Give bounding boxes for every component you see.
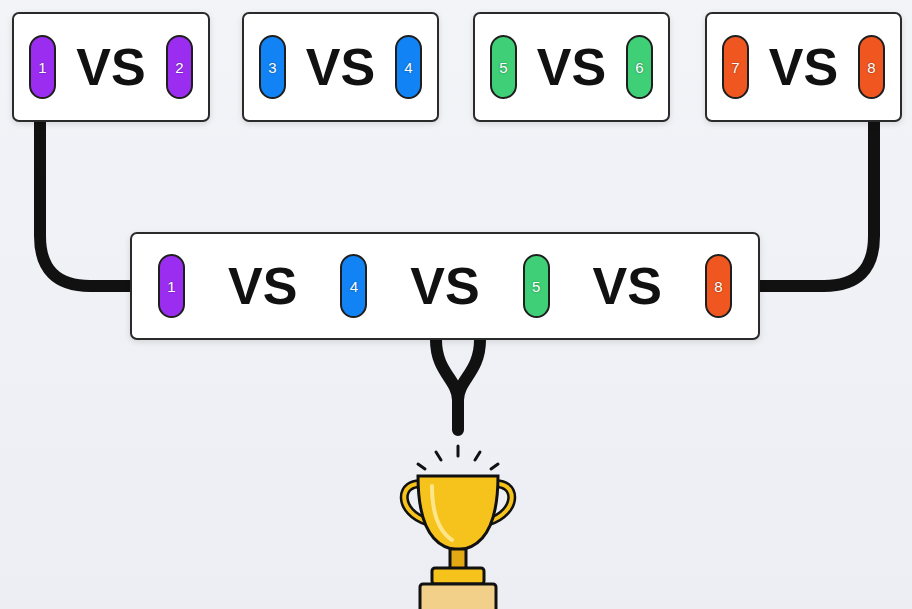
trophy-cup [418,476,498,550]
trophy-plinth [420,584,496,609]
match-box: VS 3 4 [242,12,439,122]
player-pill: 6 [626,35,653,99]
player-pill: 3 [259,35,286,99]
versus-label: VS [593,260,662,312]
shine-rays [418,446,498,469]
player-pill: 2 [166,35,193,99]
player-pill: 1 [29,35,56,99]
player-number: 5 [499,60,507,75]
merge-line [436,340,480,430]
player-pill: 1 [158,254,185,318]
trophy-stem [450,549,466,569]
player-number: 7 [731,60,739,75]
trophy-base [432,568,484,584]
player-pill: 4 [340,254,367,318]
player-pill: 5 [523,254,550,318]
player-number: 8 [714,279,722,294]
player-number: 6 [635,60,643,75]
player-pill: 8 [705,254,732,318]
player-pill: 4 [395,35,422,99]
player-number: 4 [350,279,358,294]
player-pill: 5 [490,35,517,99]
player-number: 8 [867,60,875,75]
player-number: 2 [175,60,183,75]
match-box: VS VS VS 1 4 5 8 [130,232,760,340]
versus-label: VS [769,41,838,93]
versus-label: VS [537,41,606,93]
player-pill: 7 [722,35,749,99]
versus-label: VS [306,41,375,93]
player-number: 1 [167,279,175,294]
player-number: 5 [532,279,540,294]
match-box: VS 1 2 [12,12,210,122]
player-number: 1 [38,60,46,75]
versus-label: VS [410,260,479,312]
versus-label: VS [228,260,297,312]
match-box: VS 7 8 [705,12,902,122]
bracket-connector [760,122,874,286]
bracket-connector [40,122,130,286]
player-pill: 8 [858,35,885,99]
player-number: 3 [268,60,276,75]
match-box: VS 5 6 [473,12,670,122]
player-number: 4 [404,60,412,75]
versus-label: VS [76,41,145,93]
